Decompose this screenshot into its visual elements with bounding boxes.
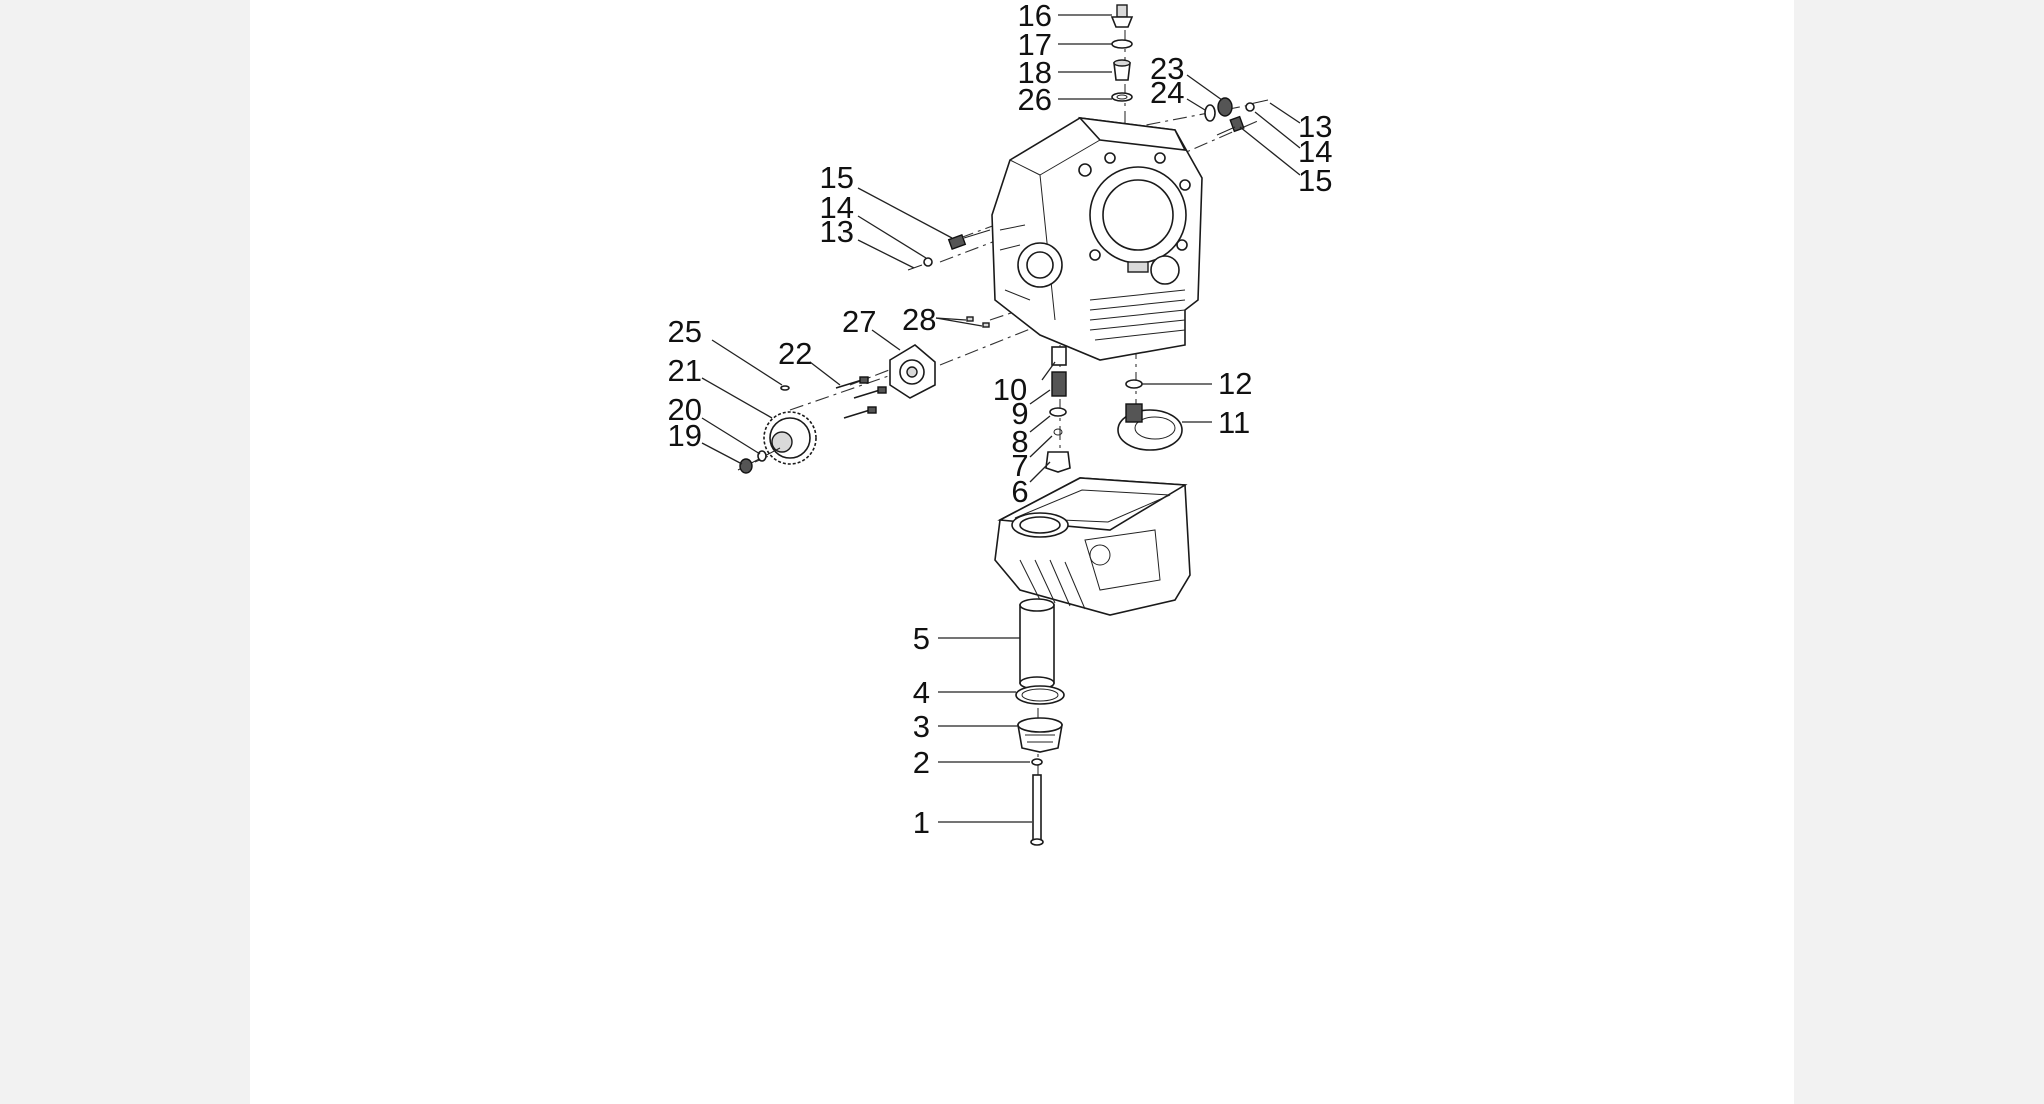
crankcase [991,116,1203,361]
filter-stack [1015,598,1065,846]
label-13-right: 13 [1298,109,1332,144]
label-14-right: 14 [1298,134,1332,169]
label-27: 27 [842,304,876,339]
left-side-fasteners [907,229,991,328]
oil-pump [780,344,936,419]
label-8: 8 [1011,424,1028,459]
relief-valve-stack [1045,346,1071,473]
part-labels: 16 17 18 26 23 24 13 14 15 15 14 13 27 2… [668,0,1333,840]
oil-strainer [1117,379,1183,451]
label-1: 1 [913,805,930,840]
label-15-left: 15 [820,160,854,195]
label-17: 17 [1018,27,1052,62]
label-5: 5 [913,621,930,656]
label-16-top: 16 [1018,0,1052,33]
label-15-right: 15 [1298,163,1332,198]
label-10: 10 [993,372,1027,407]
label-28: 28 [902,302,936,337]
label-13-left: 13 [820,214,854,249]
label-9: 9 [1011,396,1028,431]
diagram-canvas: 16 17 18 26 23 24 13 14 15 15 14 13 27 2… [668,0,1333,846]
label-23: 23 [1150,51,1184,86]
label-7: 7 [1011,448,1028,483]
label-11: 11 [1218,405,1250,440]
oil-sump [994,477,1191,616]
pump-sprocket [737,411,817,474]
label-24: 24 [1150,75,1184,110]
label-19: 19 [668,418,702,453]
right-side-fasteners [1204,97,1269,136]
label-12: 12 [1218,366,1252,401]
label-22: 22 [778,336,812,371]
label-26: 26 [1018,82,1052,117]
label-21: 21 [668,353,702,388]
label-20: 20 [668,392,702,427]
label-4: 4 [913,675,930,710]
exploded-parts-diagram: 16 17 18 26 23 24 13 14 15 15 14 13 27 2… [250,0,1794,1104]
label-3: 3 [913,709,930,744]
label-25: 25 [668,314,702,349]
label-14-left: 14 [820,190,854,225]
label-2: 2 [913,745,930,780]
leader-lines [701,14,1301,823]
breather-stack [1110,4,1134,102]
label-6: 6 [1011,474,1028,509]
label-18: 18 [1018,55,1052,90]
